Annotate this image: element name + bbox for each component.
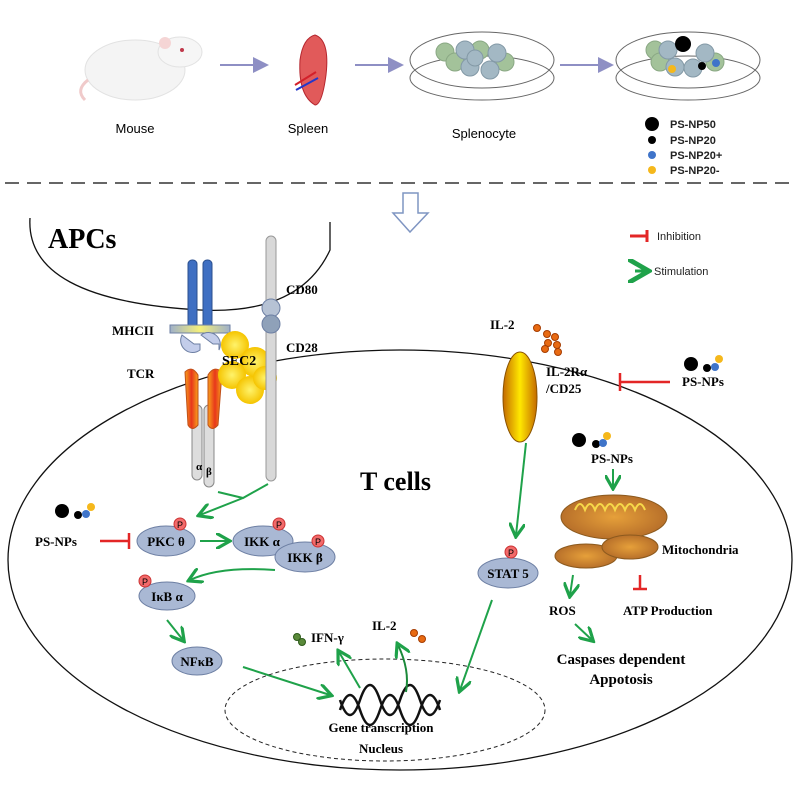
il2-out-label: IL-2 xyxy=(372,618,397,633)
mitochondria-label: Mitochondria xyxy=(662,542,739,557)
petri-dish-nanoparticle-icon xyxy=(615,31,761,101)
tcr-icon xyxy=(184,368,223,488)
ikk-beta-node: IKK β P xyxy=(274,534,336,573)
legend-marker-psnp50 xyxy=(645,117,659,131)
ps-nps-left-icon xyxy=(55,503,95,519)
ikk-beta-label: IKK β xyxy=(287,550,323,565)
costim-join-line xyxy=(217,483,269,500)
ikk-alpha-node: IKK α P xyxy=(232,517,294,557)
step-label-spleen: Spleen xyxy=(288,121,328,136)
cd80-label: CD80 xyxy=(286,282,318,297)
legend-label-psnp20: PS-NP20 xyxy=(670,135,716,147)
ps-nps-mito-icon xyxy=(572,432,611,448)
il2ra-label-line2: /CD25 xyxy=(545,381,582,396)
mitochondria-icon xyxy=(554,494,668,569)
arrow-gene-to-ifng xyxy=(339,652,361,689)
tcr-alpha-label: α xyxy=(196,461,203,473)
apoptosis-label-line1: Caspases dependent xyxy=(557,652,686,668)
arrow-il2r-to-stat5 xyxy=(516,442,527,535)
ifng-particles-icon xyxy=(293,633,306,646)
step-label-mouse: Mouse xyxy=(115,121,154,136)
tcr-beta-label: β xyxy=(206,466,212,478)
ikb-alpha-label: IκB α xyxy=(151,589,183,604)
cd28-label: CD28 xyxy=(286,340,318,355)
ifng-label: IFN-γ xyxy=(311,630,344,645)
legend-label-psnp50: PS-NP50 xyxy=(670,119,716,131)
dna-helix-icon xyxy=(338,683,442,727)
apc-label: APCs xyxy=(48,224,117,255)
ps-nps-right-icon xyxy=(684,355,723,372)
legend-marker-psnp20plus xyxy=(648,151,656,159)
sec2-icon xyxy=(218,331,277,404)
il2-receptor-icon xyxy=(502,351,538,443)
arrow-gene-to-il2 xyxy=(398,645,407,693)
arrow-ikba-to-nfkb xyxy=(166,619,183,640)
apoptosis-label-line2: Appotosis xyxy=(589,672,653,688)
ikk-alpha-label: IKK α xyxy=(244,534,281,549)
arrow-ikk-to-ikba xyxy=(190,569,276,580)
pkc-theta-node: PKC θ P xyxy=(136,517,196,557)
t-cell-membrane xyxy=(7,349,793,771)
nfkb-node: NFκB xyxy=(171,646,223,676)
step-label-splenocyte: Splenocyte xyxy=(452,126,516,141)
apc-membrane xyxy=(29,217,331,312)
phospho-badge: P xyxy=(315,537,321,547)
ps-nps-mito-label: PS-NPs xyxy=(591,451,633,466)
phospho-badge: P xyxy=(508,548,514,558)
stat5-node: STAT 5 P xyxy=(477,545,539,589)
legend-label-psnp20plus: PS-NP20+ xyxy=(670,150,722,162)
arrow-ros-to-apoptosis xyxy=(574,623,592,640)
cd28-icon xyxy=(261,235,281,482)
nucleus-membrane xyxy=(224,658,546,762)
ikb-alpha-node: IκB α P xyxy=(138,574,196,611)
down-arrow-icon xyxy=(391,192,430,234)
legend-marker-psnp20minus xyxy=(648,166,656,174)
nfkb-label: NFκB xyxy=(180,654,214,669)
gene-transcription-label: Gene transcription xyxy=(328,720,434,735)
mhcii-label: MHCII xyxy=(112,323,154,338)
il2-particles-icon xyxy=(533,324,562,356)
nucleus-label: Nucleus xyxy=(359,741,403,756)
phospho-badge: P xyxy=(177,520,183,530)
legend-marker-psnp20 xyxy=(648,136,656,144)
petri-dish-splenocyte-icon xyxy=(409,31,555,101)
il2-out-particles-icon xyxy=(410,629,426,643)
arrow-nfkb-to-gene xyxy=(242,666,330,695)
ros-label: ROS xyxy=(549,603,576,618)
arrow-stat5-to-gene xyxy=(460,599,493,690)
arrow-key: Inhibition Stimulation xyxy=(630,230,708,278)
inhibition-key-label: Inhibition xyxy=(657,231,701,243)
atp-label: ATP Production xyxy=(623,603,713,618)
ps-nps-left-label: PS-NPs xyxy=(35,534,77,549)
sec2-label: SEC2 xyxy=(222,354,256,369)
il2ra-label-line1: IL-2Rα xyxy=(546,364,588,379)
il2-top-label: IL-2 xyxy=(490,317,515,332)
phospho-badge: P xyxy=(276,520,282,530)
arrow-to-pkc xyxy=(200,497,244,515)
pkc-theta-label: PKC θ xyxy=(147,534,185,549)
mouse-icon xyxy=(79,36,203,102)
spleen-icon xyxy=(294,34,328,106)
arrow-mito-to-ros xyxy=(570,574,573,595)
phospho-badge: P xyxy=(142,577,148,587)
tcr-label: TCR xyxy=(127,366,155,381)
legend-label-psnp20minus: PS-NP20- xyxy=(670,165,720,177)
t-cell-label: T cells xyxy=(360,467,431,496)
stimulation-key-label: Stimulation xyxy=(654,266,708,278)
mhcii-icon xyxy=(169,259,231,353)
stat5-label: STAT 5 xyxy=(487,566,529,581)
ps-nps-right-label: PS-NPs xyxy=(682,374,724,389)
nanoparticle-legend: PS-NP50 PS-NP20 PS-NP20+ PS-NP20- xyxy=(645,117,722,177)
